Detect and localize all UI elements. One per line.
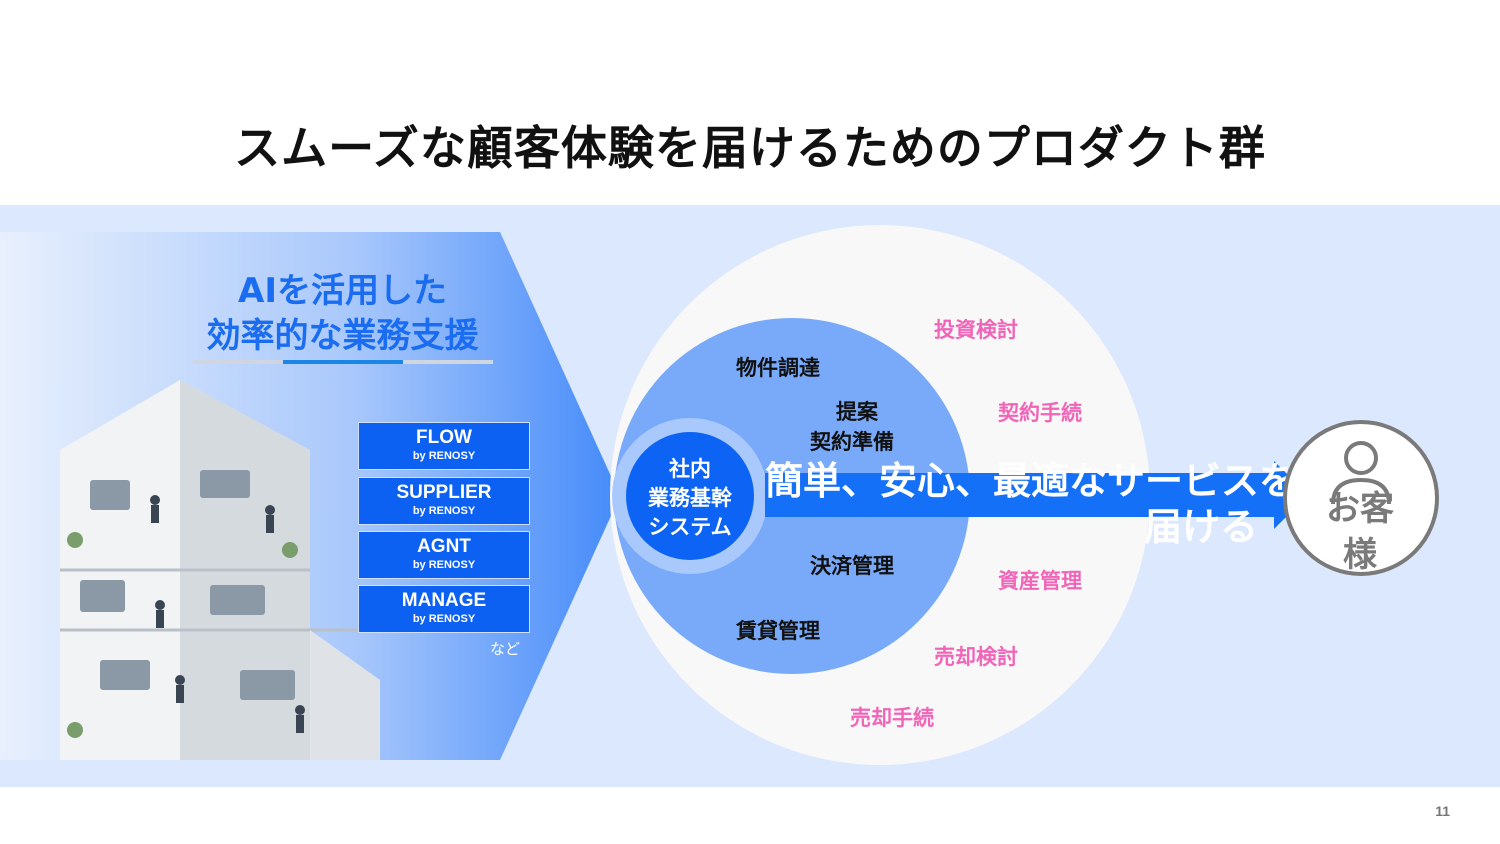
label-contract: 契約手続 [998,401,1082,425]
delivery-arrow-body [765,473,1277,517]
label-sale-review: 売却検討 [934,645,1018,669]
product-name: AGNT [417,536,471,557]
office-building-illustration [60,380,380,760]
panel-heading-line2: 効率的な業務支援 [206,316,479,356]
label-property-procurement: 物件調達 [736,356,820,380]
person-icon [1331,441,1391,505]
product-name: FLOW [416,427,472,448]
label-sale-procedure: 売却手続 [850,706,934,730]
slide-title: スムーズな顧客体験を届けるためのプロダクト群 [234,121,1266,175]
label-contract-prep: 契約準備 [810,430,894,454]
arrow-text-line2: 届ける [1143,505,1258,549]
customer-label: お客 様 [1326,489,1394,575]
core-system-label: 社内 業務基幹 システム [648,457,732,539]
label-investment: 投資検討 [934,318,1018,342]
product-by: by RENOSY [412,505,476,517]
product-flow: FLOW by RENOSY [358,422,530,470]
product-by: by RENOSY [412,613,476,625]
label-proposal: 提案 [836,400,878,424]
label-settlement: 決済管理 [810,554,894,578]
label-asset-management: 資産管理 [998,569,1082,593]
product-name: MANAGE [401,590,487,611]
product-by: by RENOSY [412,559,476,571]
core-system-circle [626,432,754,560]
product-agnt: AGNT by RENOSY [358,531,530,579]
product-manage: MANAGE by RENOSY [358,585,530,633]
arrow-text-line1: 簡単、安心、最適なサービスを [765,459,1298,503]
page-number: 11 [1435,803,1450,819]
product-name: SUPPLIER [396,482,492,503]
label-rental-management: 賃貸管理 [736,619,820,643]
customer-circle [1283,420,1439,576]
product-supplier: SUPPLIER by RENOSY [358,477,530,525]
panel-heading-line1: AIを活用した [238,271,447,311]
etc-label: など [490,640,521,658]
heading-underline [193,360,493,364]
product-by: by RENOSY [412,450,476,462]
